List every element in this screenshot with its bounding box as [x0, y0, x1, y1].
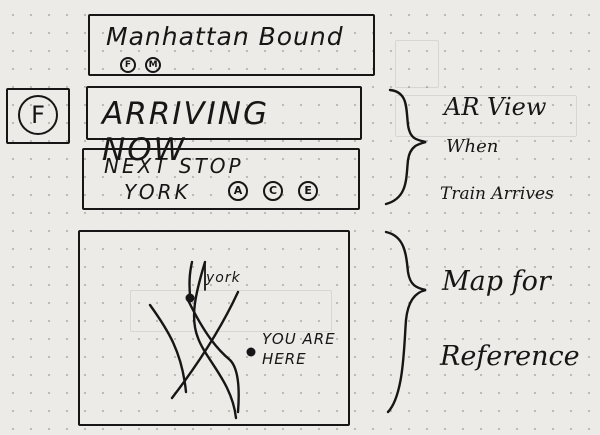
- you-are-here-line2: HERE: [262, 350, 307, 368]
- train-line-f-icon: F: [18, 95, 58, 135]
- annotation-train-arrives: Train Arrives: [440, 184, 554, 204]
- next-stop-station: YORK: [124, 180, 191, 204]
- ghost-box-low: [130, 290, 332, 332]
- direction-header-box: Manhattan Bound F M: [88, 14, 375, 76]
- line-badge-c-icon: C: [263, 180, 284, 201]
- line-badge-f-icon: F: [120, 56, 136, 73]
- ghost-box-mid: [395, 95, 577, 137]
- subway-line-3: [186, 298, 240, 414]
- ghost-box-top: [395, 40, 439, 88]
- annotation-ar-view: AR View: [444, 93, 547, 121]
- map-box: [78, 230, 350, 426]
- arrival-status-box: ARRIVING NOW: [86, 86, 362, 168]
- next-stop-box: NEXT STOP YORK A C E: [82, 148, 360, 210]
- line-badge-m-icon: M: [145, 56, 162, 73]
- direction-line-badges: F M: [120, 54, 162, 73]
- annotation-when: When: [446, 136, 499, 157]
- brace-map-reference: [384, 230, 427, 414]
- annotation-reference: Reference: [440, 341, 580, 372]
- annotation-map-for: Map for: [442, 266, 551, 297]
- line-badge-a-icon: A: [228, 180, 248, 201]
- line-badge-e-icon: E: [298, 180, 319, 201]
- station-dot-current: [246, 347, 256, 357]
- map-you-are-here: YOU ARE HERE: [262, 330, 336, 368]
- station-dot-york: [185, 293, 195, 303]
- subway-line-2: [192, 260, 238, 420]
- next-stop-label: NEXT STOP: [104, 154, 244, 178]
- subway-line-4: [170, 290, 240, 400]
- next-stop-line-badges: A C E: [228, 180, 319, 201]
- subway-line-1: [148, 303, 188, 394]
- direction-title: Manhattan Bound: [106, 22, 344, 51]
- you-are-here-line1: YOU ARE: [262, 330, 336, 348]
- subway-line-5: [188, 260, 194, 300]
- train-badge-box: F: [6, 88, 70, 144]
- map-station-label: york: [206, 270, 241, 286]
- arrival-status-text: ARRIVING NOW: [102, 96, 269, 168]
- brace-ar-view: [384, 88, 427, 206]
